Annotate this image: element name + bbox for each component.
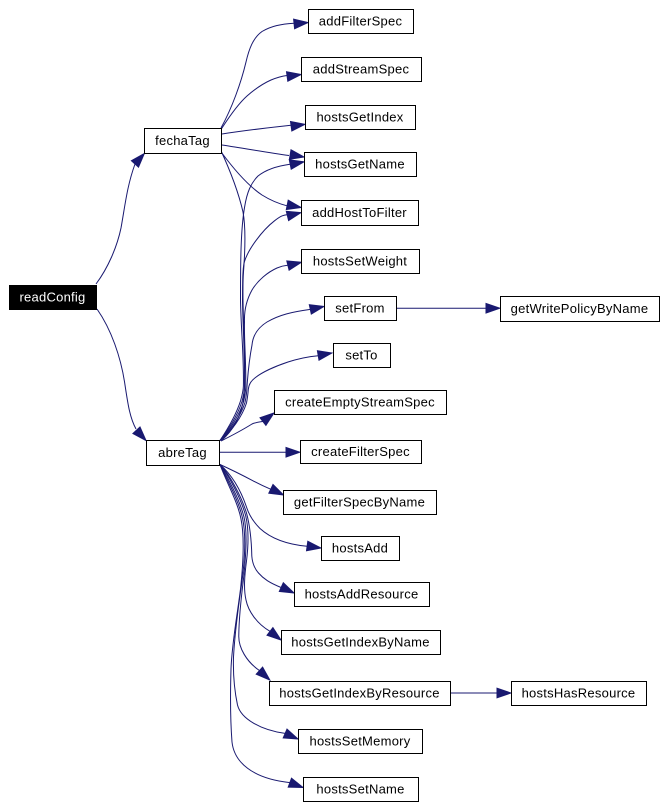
svg-text:hostsGetIndex: hostsGetIndex [316, 110, 403, 125]
svg-text:fechaTag: fechaTag [155, 133, 210, 148]
svg-text:hostsAdd: hostsAdd [332, 541, 388, 556]
svg-text:createFilterSpec: createFilterSpec [311, 444, 410, 459]
svg-text:abreTag: abreTag [158, 445, 207, 460]
svg-text:addHostToFilter: addHostToFilter [312, 205, 407, 220]
svg-text:hostsGetIndexByResource: hostsGetIndexByResource [279, 686, 439, 701]
svg-text:hostsSetMemory: hostsSetMemory [309, 734, 410, 749]
svg-text:hostsGetIndexByName: hostsGetIndexByName [291, 635, 429, 650]
svg-text:addStreamSpec: addStreamSpec [313, 62, 410, 77]
svg-text:hostsSetName: hostsSetName [316, 782, 404, 797]
svg-text:readConfig: readConfig [19, 290, 85, 305]
svg-text:addFilterSpec: addFilterSpec [319, 14, 403, 29]
svg-text:setTo: setTo [345, 348, 377, 363]
svg-text:getFilterSpecByName: getFilterSpecByName [294, 495, 425, 510]
svg-text:hostsAddResource: hostsAddResource [305, 587, 419, 602]
svg-text:hostsGetName: hostsGetName [315, 157, 405, 172]
svg-text:createEmptyStreamSpec: createEmptyStreamSpec [285, 395, 435, 410]
svg-text:hostsHasResource: hostsHasResource [522, 686, 636, 701]
svg-text:setFrom: setFrom [335, 301, 384, 316]
svg-text:getWritePolicyByName: getWritePolicyByName [511, 301, 649, 316]
svg-text:hostsSetWeight: hostsSetWeight [313, 254, 407, 269]
